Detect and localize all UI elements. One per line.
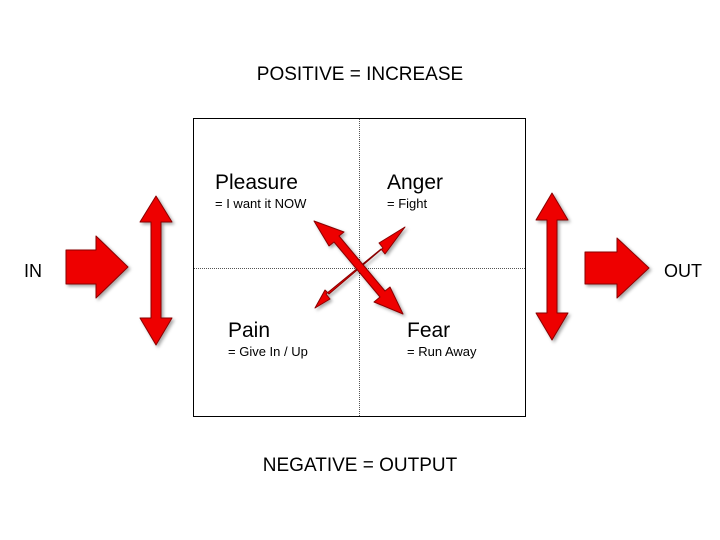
quadrant-pleasure: Pleasure = I want it NOW xyxy=(215,171,306,212)
left-double-arrow-icon xyxy=(139,195,173,346)
quadrant-anger: Anger = Fight xyxy=(387,171,443,212)
anger-title: Anger xyxy=(387,171,444,194)
quadrant-fear: Fear = Run Away xyxy=(407,319,477,360)
in-arrow-icon xyxy=(65,235,129,299)
out-arrow-icon xyxy=(584,237,650,299)
pain-subtitle: = Give In / Up xyxy=(228,344,308,359)
anger-subtitle: = Fight xyxy=(387,196,428,211)
out-label: OUT xyxy=(664,261,702,281)
quadrant-pain: Pain = Give In / Up xyxy=(228,319,308,360)
right-double-arrow-icon xyxy=(535,192,569,341)
fear-subtitle: = Run Away xyxy=(407,344,477,359)
pain-title: Pain xyxy=(228,319,271,342)
pleasure-subtitle: = I want it NOW xyxy=(215,196,307,211)
negative-output-label: NEGATIVE = OUTPUT xyxy=(262,455,458,476)
positive-increase-label: POSITIVE = INCREASE xyxy=(256,64,464,85)
diagonal-arrow-pleasure-fear-icon xyxy=(313,220,404,315)
pleasure-title: Pleasure xyxy=(215,171,298,194)
quadrant-grid: Pleasure = I want it NOW Anger = Fight P… xyxy=(193,118,526,417)
fear-title: Fear xyxy=(407,319,451,342)
in-label: IN xyxy=(24,261,42,281)
